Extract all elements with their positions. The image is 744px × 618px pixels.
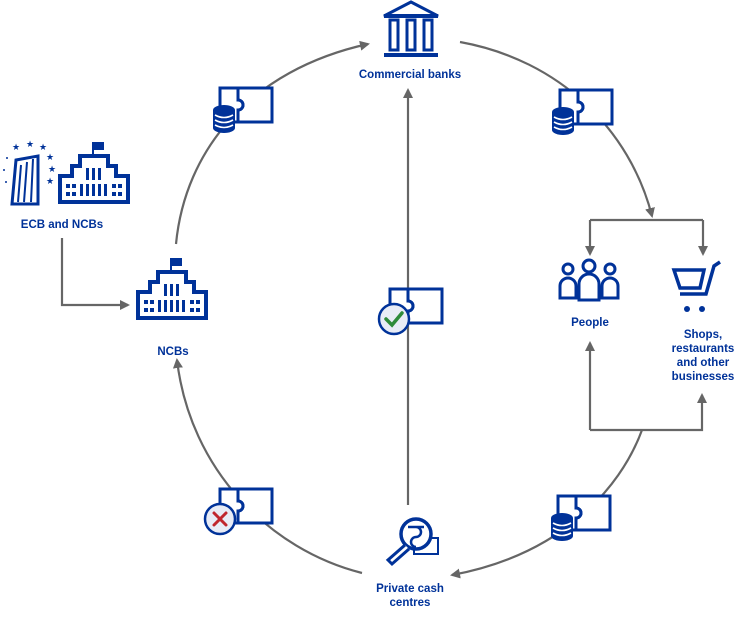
- svg-text:★: ★: [39, 143, 47, 153]
- flow-shops-return: [590, 393, 707, 432]
- people-group-icon: [558, 258, 620, 302]
- banknote-with-coins-icon: [551, 88, 614, 136]
- shopping-cart-icon: [671, 260, 721, 312]
- banknote-cross-icon: [203, 487, 274, 536]
- commercial-banks-label: Commercial banks: [358, 69, 462, 81]
- shops-label: Shops, restaurants and other businesses: [671, 329, 735, 383]
- banknote-with-coins-icon: [212, 86, 274, 134]
- svg-text:★: ★: [12, 143, 20, 153]
- ecb-tower-with-stars-icon: ★★★ ★★★: [3, 140, 56, 206]
- people-label: People: [571, 317, 609, 329]
- private-cash-centres-label: Private cash centres: [376, 583, 444, 609]
- svg-text:★: ★: [26, 140, 34, 150]
- ecb-ncbs-label: ECB and NCBs: [20, 219, 104, 231]
- flow-ecb-to-ncbs: [60, 238, 130, 310]
- svg-text:★: ★: [46, 153, 54, 163]
- ncb-building-icon: [136, 256, 208, 320]
- ncbs-label: NCBs: [157, 346, 189, 358]
- magnifier-banknote-icon: [385, 517, 439, 567]
- ecb-ncb-building-icon: [58, 140, 130, 204]
- svg-text:★: ★: [46, 177, 54, 187]
- flow-ncbs-to-banks: [174, 40, 370, 245]
- svg-text:★: ★: [48, 165, 56, 175]
- flow-public-to-pcc: [450, 429, 644, 579]
- banknote-check-icon: [377, 287, 444, 336]
- banknote-with-coins-icon: [550, 494, 612, 542]
- bank-columns-icon: [383, 0, 439, 57]
- flow-pcc-to-ncbs: [172, 358, 363, 575]
